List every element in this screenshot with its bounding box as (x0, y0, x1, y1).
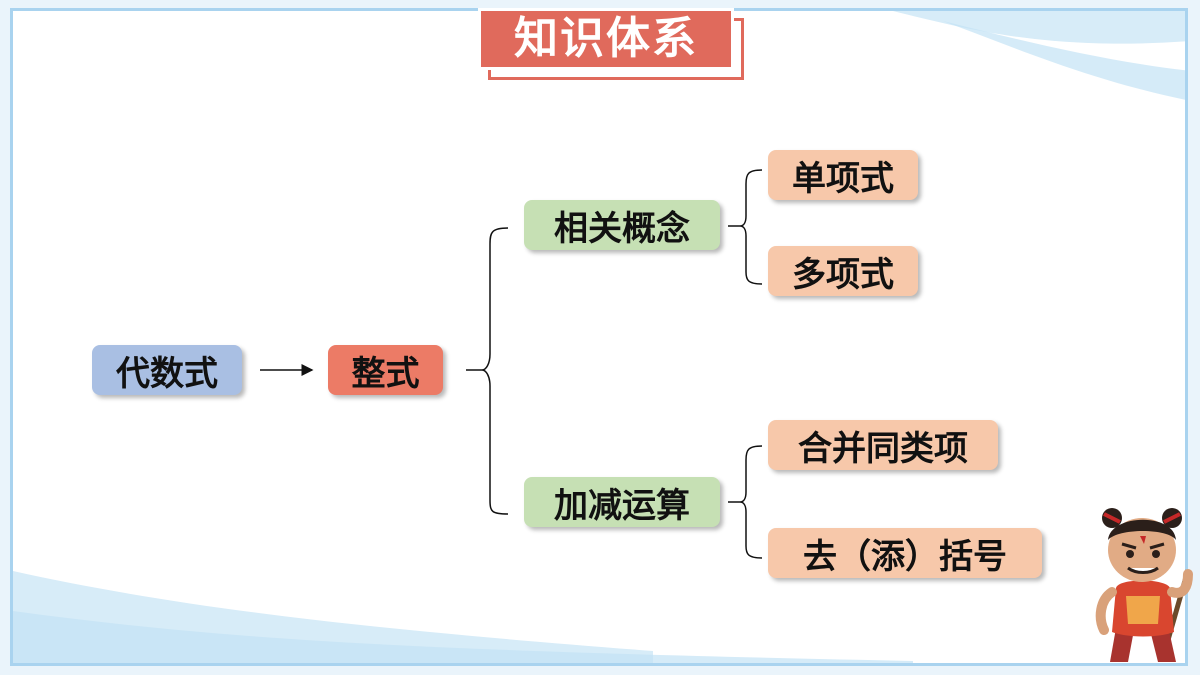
operation-brace (728, 445, 763, 559)
branch-node-concepts: 相关概念 (524, 200, 720, 250)
leaf-label: 多项式 (792, 254, 894, 295)
leaf-label: 合并同类项 (798, 428, 968, 469)
root-label: 代数式 (116, 353, 218, 394)
leaf-node-brackets: 去（添）括号 (768, 528, 1042, 578)
branch-label: 加减运算 (554, 485, 690, 526)
branch-node-operations: 加减运算 (524, 477, 720, 527)
leaf-label: 单项式 (792, 158, 894, 199)
root-node: 代数式 (92, 345, 242, 395)
main-node: 整式 (328, 345, 443, 395)
main-label: 整式 (351, 353, 420, 394)
slide-frame (10, 8, 1188, 666)
leaf-node-combine-like-terms: 合并同类项 (768, 420, 998, 470)
main-brace (466, 227, 509, 515)
cartoon-character-icon (1095, 508, 1193, 662)
page-title: 知识体系 (478, 8, 734, 70)
title-block: 知识体系 (478, 4, 748, 84)
concept-brace (728, 169, 763, 285)
background-wave-decoration (13, 11, 1185, 663)
leaf-label: 去（添）括号 (803, 536, 1007, 577)
leaf-node-monomial: 单项式 (768, 150, 918, 200)
leaf-node-polynomial: 多项式 (768, 246, 918, 296)
branch-label: 相关概念 (554, 208, 690, 249)
